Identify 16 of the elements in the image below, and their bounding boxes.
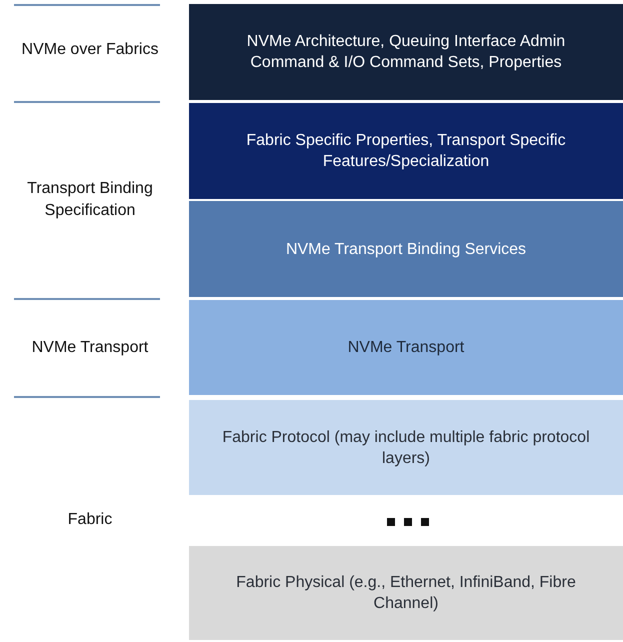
layer-label: Fabric bbox=[68, 510, 112, 530]
layer-text: Fabric Specific Properties, Transport Specific Features/Specialization bbox=[245, 131, 567, 172]
layer-box bbox=[189, 300, 623, 395]
layer-label: Transport Binding Specification bbox=[26, 179, 154, 221]
layer-box bbox=[189, 4, 623, 100]
layer-text: NVMe Architecture, Queuing Interface Admin Command & I/O Command Sets, Properties bbox=[246, 32, 566, 73]
layer-label: NVMe Transport bbox=[32, 338, 148, 358]
layer-text: NVMe Transport Binding Services bbox=[286, 240, 526, 260]
layer-box bbox=[189, 400, 623, 495]
layer-text: Fabric Protocol (may include multiple fabric protocol layers) bbox=[221, 428, 591, 468]
layer-text: NVMe Transport bbox=[348, 338, 464, 358]
layer-text: Fabric Physical (e.g., Ethernet, InfiniBand, Fibre Channel) bbox=[235, 573, 577, 614]
layer-label: NVMe over Fabrics bbox=[22, 40, 158, 60]
layer-box bbox=[189, 546, 623, 640]
layer-box bbox=[189, 201, 623, 297]
layer-box bbox=[189, 103, 623, 199]
